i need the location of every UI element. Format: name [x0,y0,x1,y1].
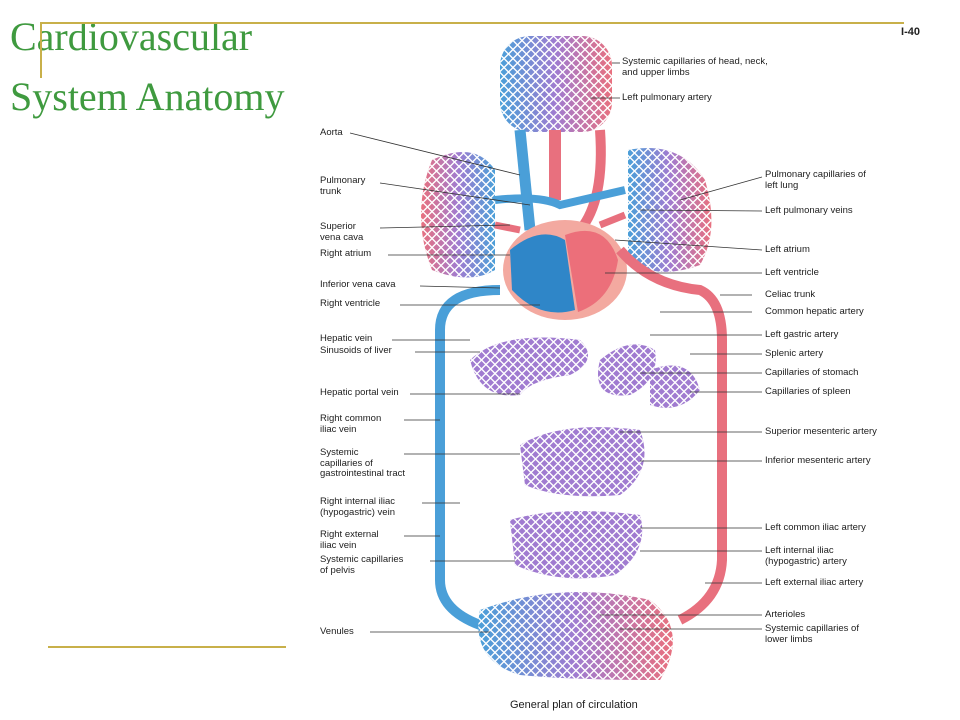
label-right-external-iliac-vein: Right external iliac vein [320,529,379,551]
label-pulmonary-trunk: Pulmonary trunk [320,175,366,197]
label-right-ventricle: Right ventricle [320,298,381,309]
left-leader-lines [349,132,540,633]
label-head-capillaries: Systemic capillaries of head, neck, and … [622,56,768,78]
label-left-lung-capillaries: Pulmonary capillaries of left lung [765,169,866,191]
label-lower-limb-capillaries: Systemic capillaries of lower limbs [765,623,859,645]
plate-number: I-40 [901,26,920,38]
left-accent-rule [40,22,42,78]
label-left-ventricle: Left ventricle [765,267,819,278]
label-sinusoids-of-liver: Sinusoids of liver [320,345,392,356]
right-leader-lines [590,62,763,630]
label-left-common-iliac-artery: Left common iliac artery [765,522,866,533]
right-lung [421,152,495,278]
label-inferior-mesenteric-artery: Inferior mesenteric artery [765,455,871,466]
label-left-pulmonary-veins: Left pulmonary veins [765,205,853,216]
label-venules: Venules [320,626,354,637]
label-superior-mesenteric-artery: Superior mesenteric artery [765,426,877,437]
label-right-atrium: Right atrium [320,248,372,259]
figure-caption: General plan of circulation [510,699,638,711]
label-left-internal-iliac-artery: Left internal iliac (hypogastric) artery [765,545,847,567]
label-left-atrium: Left atrium [765,244,810,255]
slide-title-line2: System Anatomy [10,74,285,119]
label-hepatic-portal-vein: Hepatic portal vein [320,387,399,398]
liver-sinusoids [470,337,588,396]
stomach-capillaries [598,344,656,396]
label-arterioles: Arterioles [765,609,806,620]
label-pelvis-capillaries: Systemic capillaries of pelvis [320,554,404,576]
label-inferior-vena-cava: Inferior vena cava [320,279,396,290]
label-celiac-trunk: Celiac trunk [765,289,816,300]
label-stomach-capillaries: Capillaries of stomach [765,367,859,378]
label-common-hepatic-artery: Common hepatic artery [765,306,864,317]
heart [503,220,627,320]
label-right-internal-iliac-vein: Right internal iliac (hypogastric) vein [320,496,395,518]
label-gi-capillaries: Systemic capillaries of gastrointestinal… [320,447,406,479]
gi-capillaries [520,427,645,497]
label-left-pulmonary-artery: Left pulmonary artery [622,92,712,103]
pelvis-capillaries [510,511,643,579]
label-hepatic-vein: Hepatic vein [320,333,373,344]
label-spleen-capillaries: Capillaries of spleen [765,386,851,397]
label-left-gastric-artery: Left gastric artery [765,329,839,340]
label-aorta: Aorta [320,127,343,138]
spleen-capillaries [650,365,700,408]
label-left-external-iliac-artery: Left external iliac artery [765,577,864,588]
label-right-common-iliac-vein: Right common iliac vein [320,413,382,435]
label-splenic-artery: Splenic artery [765,348,824,359]
top-accent-rule [40,22,904,24]
lower-limb-capillaries [478,592,673,680]
label-superior-vena-cava: Superior vena cava [320,221,364,243]
head-capillary-bed [500,36,612,132]
bottom-accent-rule [48,646,286,648]
